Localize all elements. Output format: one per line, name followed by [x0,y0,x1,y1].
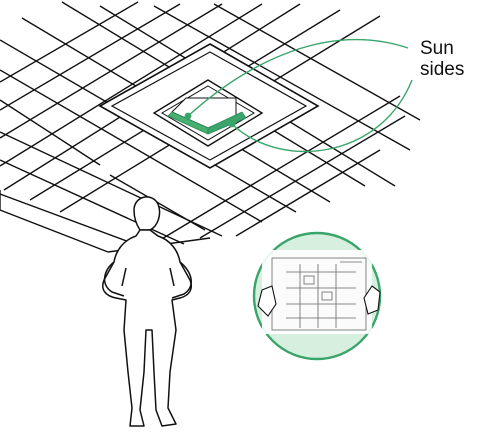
callout-line-1: Sun [420,38,480,59]
sun-sides-callout: Sun sides [420,38,480,80]
magnified-blueprint-icon [254,233,380,359]
callout-line-2: sides [420,59,480,80]
standing-person-icon [103,197,192,426]
